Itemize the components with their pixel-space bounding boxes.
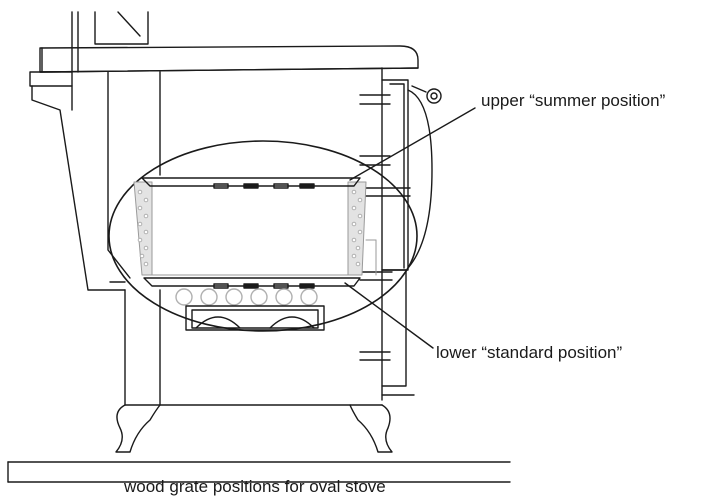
ash-pan — [185, 305, 325, 331]
stove-left-body — [31, 71, 161, 291]
lower-grate — [143, 277, 361, 289]
stove-side-door — [359, 79, 433, 396]
lower-position-label: lower “standard position” — [436, 343, 623, 362]
floor — [7, 461, 511, 483]
lower-leader-line — [344, 282, 434, 349]
firebrick-lining — [133, 181, 377, 276]
figure-caption: wood grate positions for oval stove — [124, 477, 386, 496]
firebox-oval — [108, 140, 418, 332]
door-handle — [411, 85, 442, 104]
upper-position-label: upper “summer position” — [481, 91, 666, 110]
stove-main-body — [109, 67, 383, 406]
upper-leader-line — [349, 107, 476, 181]
stove-top — [29, 45, 419, 87]
ash-circles — [175, 288, 318, 306]
upper-grate — [141, 177, 361, 189]
stove-legs — [115, 404, 393, 453]
flue-pipe — [71, 11, 149, 73]
